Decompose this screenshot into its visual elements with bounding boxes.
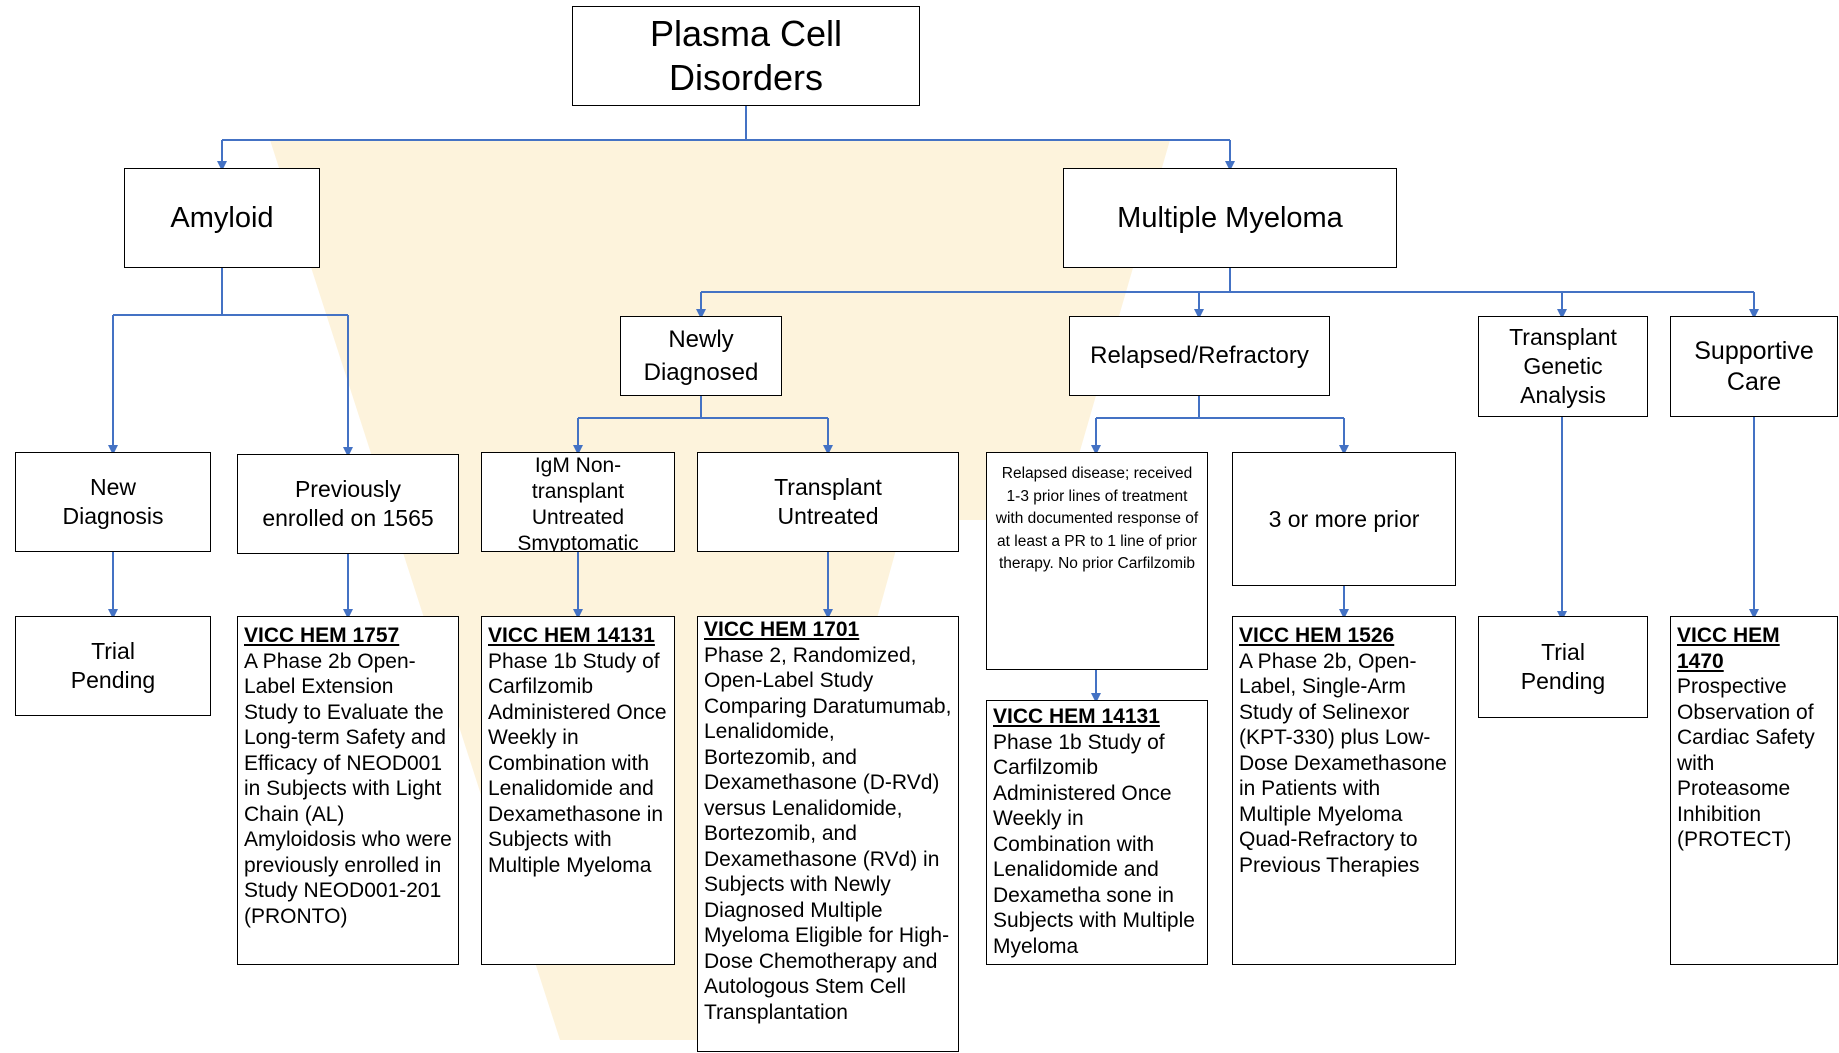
relapsed-refractory-label: Relapsed/Refractory (1090, 342, 1309, 369)
trial-code: VICC HEM 14131 (488, 624, 655, 647)
trial-description: Phase 1b Study of Carfilzomib Administer… (488, 649, 667, 877)
trial-description: A Phase 2b, Open-Label, Single-Arm Study… (1239, 649, 1447, 877)
myeloma-label: Multiple Myeloma (1117, 201, 1343, 234)
amyloid-node: Amyloid (124, 168, 320, 268)
transplant-genetic-label: Transplant Genetic Analysis (1509, 324, 1617, 408)
relapsed-refractory-node: Relapsed/Refractory (1069, 316, 1330, 396)
newly-diagnosed-label: Newly Diagnosed (643, 326, 759, 386)
trial-code: VICC HEM 1701 (704, 618, 860, 641)
trial-vicc-hem-1701: VICC HEM 1701 Phase 2, Randomized, Open-… (697, 616, 959, 1052)
trial-pending-transplant-genetic-node: Trial Pending (1478, 616, 1648, 718)
trial-vicc-hem-1470: VICC HEM 1470 Prospective Observation of… (1670, 616, 1838, 965)
multiple-myeloma-node: Multiple Myeloma (1063, 168, 1397, 268)
root-label: Plasma Cell Disorders (649, 13, 843, 98)
supportive-care-label: Supportive Care (1694, 336, 1814, 396)
trial-code: VICC HEM 1526 (1239, 624, 1395, 647)
igm-label: IgM Non-transplant Untreated Smyptomatic (517, 454, 639, 552)
trial-vicc-hem-1526: VICC HEM 1526 A Phase 2b, Open-Label, Si… (1232, 616, 1456, 965)
previously-enrolled-label: Previously enrolled on 1565 (262, 476, 434, 531)
previously-enrolled-node: Previously enrolled on 1565 (237, 454, 459, 554)
trial-pending-genetic-label: Trial Pending (1520, 639, 1606, 694)
new-diagnosis-label: New Diagnosis (62, 474, 164, 529)
trial-vicc-hem-14131-newly: VICC HEM 14131 Phase 1b Study of Carfilz… (481, 616, 675, 965)
supportive-care-node: Supportive Care (1670, 316, 1838, 417)
trial-vicc-hem-14131-relapsed: VICC HEM 14131 Phase 1b Study of Carfilz… (986, 700, 1208, 965)
trial-code: VICC HEM 14131 (993, 705, 1160, 728)
three-or-more-prior-label: 3 or more prior (1268, 505, 1420, 532)
relapsed-1-3-prior-label: Relapsed disease; received 1-3 prior lin… (995, 465, 1199, 572)
trial-description: Phase 1b Study of Carfilzomib Administer… (993, 730, 1195, 958)
trial-description: Prospective Observation of Cardiac Safet… (1677, 675, 1815, 851)
relapsed-1-3-prior-node: Relapsed disease; received 1-3 prior lin… (986, 452, 1208, 670)
root-node: Plasma Cell Disorders (572, 6, 920, 106)
transplant-genetic-analysis-node: Transplant Genetic Analysis (1478, 316, 1648, 417)
trial-code: VICC HEM 1757 (244, 624, 400, 647)
three-or-more-prior-node: 3 or more prior (1232, 452, 1456, 586)
amyloid-label: Amyloid (170, 201, 274, 234)
trial-pending-amyloid-label: Trial Pending (70, 638, 156, 693)
new-diagnosis-node: New Diagnosis (15, 452, 211, 552)
igm-non-transplant-node: IgM Non-transplant Untreated Smyptomatic (481, 452, 675, 552)
trial-pending-amyloid-node: Trial Pending (15, 616, 211, 716)
newly-diagnosed-node: Newly Diagnosed (620, 316, 782, 396)
trial-description: A Phase 2b Open-Label Extension Study to… (244, 649, 452, 928)
transplant-untreated-node: Transplant Untreated (697, 452, 959, 552)
trial-code: VICC HEM 1470 (1677, 624, 1780, 673)
transplant-untreated-label: Transplant Untreated (774, 474, 882, 529)
trial-description: Phase 2, Randomized, Open-Label Study Co… (704, 643, 952, 1024)
trial-vicc-hem-1757: VICC HEM 1757 A Phase 2b Open-Label Exte… (237, 616, 459, 965)
